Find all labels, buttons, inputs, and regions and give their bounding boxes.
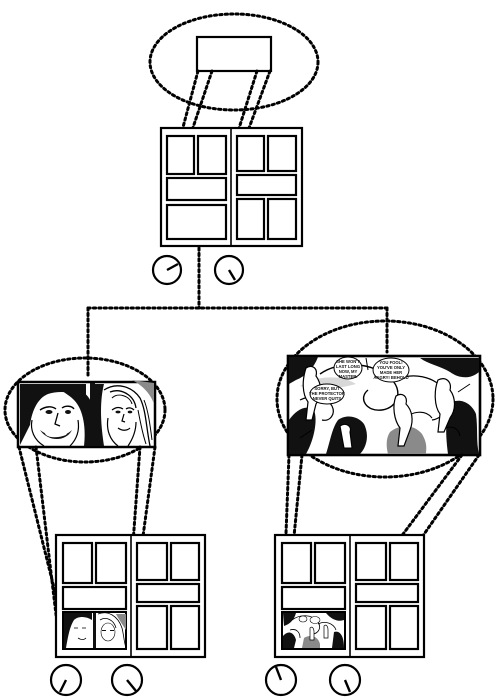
comic-panel (169, 604, 201, 651)
comic-panel (165, 134, 196, 176)
bubble-line: LAST LONG (336, 364, 360, 369)
comic-panel (354, 541, 388, 582)
comic-panel (235, 197, 266, 241)
panel-thumbnail-faces (16, 380, 157, 449)
panel-thumbnail-action: SHE WON'T LAST LONG NOW, MY MASTER. YOU … (286, 354, 482, 457)
clock-icon (328, 663, 362, 697)
bubble-line: SHE WON'T (336, 359, 360, 364)
speech-bubble: SHE WON'T LAST LONG NOW, MY MASTER. (333, 356, 363, 380)
comic-panel (280, 541, 313, 585)
comic-panel (388, 541, 420, 582)
bubble-line: YOU FOOL! (379, 360, 402, 365)
clock-icon (49, 663, 83, 697)
zoom-ellipse (275, 319, 495, 479)
comic-panel (354, 582, 420, 604)
comic-page-spread (54, 533, 207, 659)
bubble-line: YOU'VE ONLY (377, 365, 405, 370)
comic-panel (354, 604, 388, 651)
comic-panel (266, 197, 298, 241)
comic-panel (135, 582, 201, 604)
comic-panel (280, 585, 347, 611)
comic-panel (266, 134, 298, 173)
comic-panel (165, 176, 228, 202)
tree-connector (86, 246, 389, 377)
projection-line (17, 445, 62, 614)
bubble-line: SORRY, BUT (314, 386, 340, 391)
bubble-line: NEVER QUITS (313, 396, 342, 401)
top-node (148, 12, 320, 286)
clock-icon (110, 663, 144, 697)
bubble-line: MADE HER (380, 370, 402, 375)
left-node (3, 356, 207, 697)
comic-panel (61, 585, 128, 611)
zoom-ellipse (148, 12, 320, 112)
bubble-line: THE PROTECTOR (309, 391, 345, 396)
comic-panel (196, 134, 228, 176)
speech-bubble: SORRY, BUT THE PROTECTOR NEVER QUITS (309, 383, 345, 405)
comic-panel (165, 203, 228, 241)
comic-panel (388, 604, 420, 651)
comic-panel (135, 604, 169, 651)
comic-page-spread (159, 126, 304, 248)
comic-panel (235, 134, 266, 173)
speech-bubble: YOU FOOL! YOU'VE ONLY MADE HER ANGRY! BE… (372, 357, 410, 383)
zoom-ellipse (3, 356, 167, 464)
comic-panel-filled (281, 611, 346, 650)
right-node: SHE WON'T LAST LONG NOW, MY MASTER. YOU … (264, 319, 495, 697)
clock-icon (151, 254, 183, 286)
bubble-line: ANGRY! BEHOLD (373, 375, 408, 380)
comic-panel (61, 541, 94, 585)
comic-panel (235, 173, 298, 197)
comic-panel (135, 541, 169, 582)
comic-panel-filled (62, 611, 127, 650)
clock-icon (213, 254, 245, 286)
comic-page-spread (273, 533, 426, 659)
comic-panel (94, 541, 128, 585)
comic-panel (169, 541, 201, 582)
comic-panel (313, 541, 347, 585)
bubble-line: NOW, MY (339, 369, 358, 374)
bubble-line: MASTER. (339, 374, 358, 379)
clock-icon (264, 663, 298, 697)
panel-thumbnail-blank (195, 35, 273, 73)
